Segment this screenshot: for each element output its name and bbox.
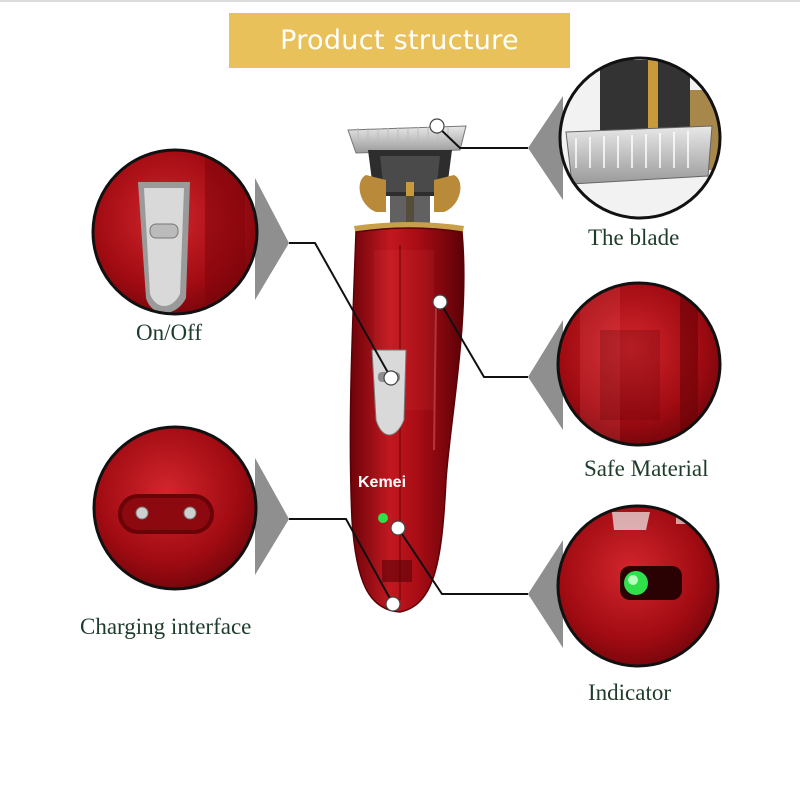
detail-circle-indicator <box>556 504 720 668</box>
title-banner: Product structure <box>229 13 570 68</box>
trimmer-body <box>347 125 467 613</box>
label-charging-interface: Charging interface <box>80 614 252 639</box>
indicator-dot <box>390 520 406 536</box>
safe-material-dot <box>432 294 448 310</box>
label-the-blade: The blade <box>588 225 680 250</box>
zoom-wedges <box>255 96 563 648</box>
blade-dot <box>429 118 445 134</box>
onoff-dot <box>383 370 399 386</box>
label-indicator: Indicator <box>588 680 672 705</box>
label-on-off: On/Off <box>136 320 203 345</box>
detail-circle-charging <box>92 425 258 591</box>
charging-dot <box>385 596 401 612</box>
brand-logo: Kemei <box>358 474 406 491</box>
detail-circle-safe-material <box>556 281 722 447</box>
page-title: Product structure <box>280 25 519 56</box>
top-divider <box>0 0 800 2</box>
callout-lines <box>289 125 528 605</box>
detail-circle-onoff <box>91 148 259 316</box>
detail-circle-blade <box>558 56 722 220</box>
label-safe-material: Safe Material <box>584 456 709 481</box>
callout-dots <box>383 118 448 612</box>
